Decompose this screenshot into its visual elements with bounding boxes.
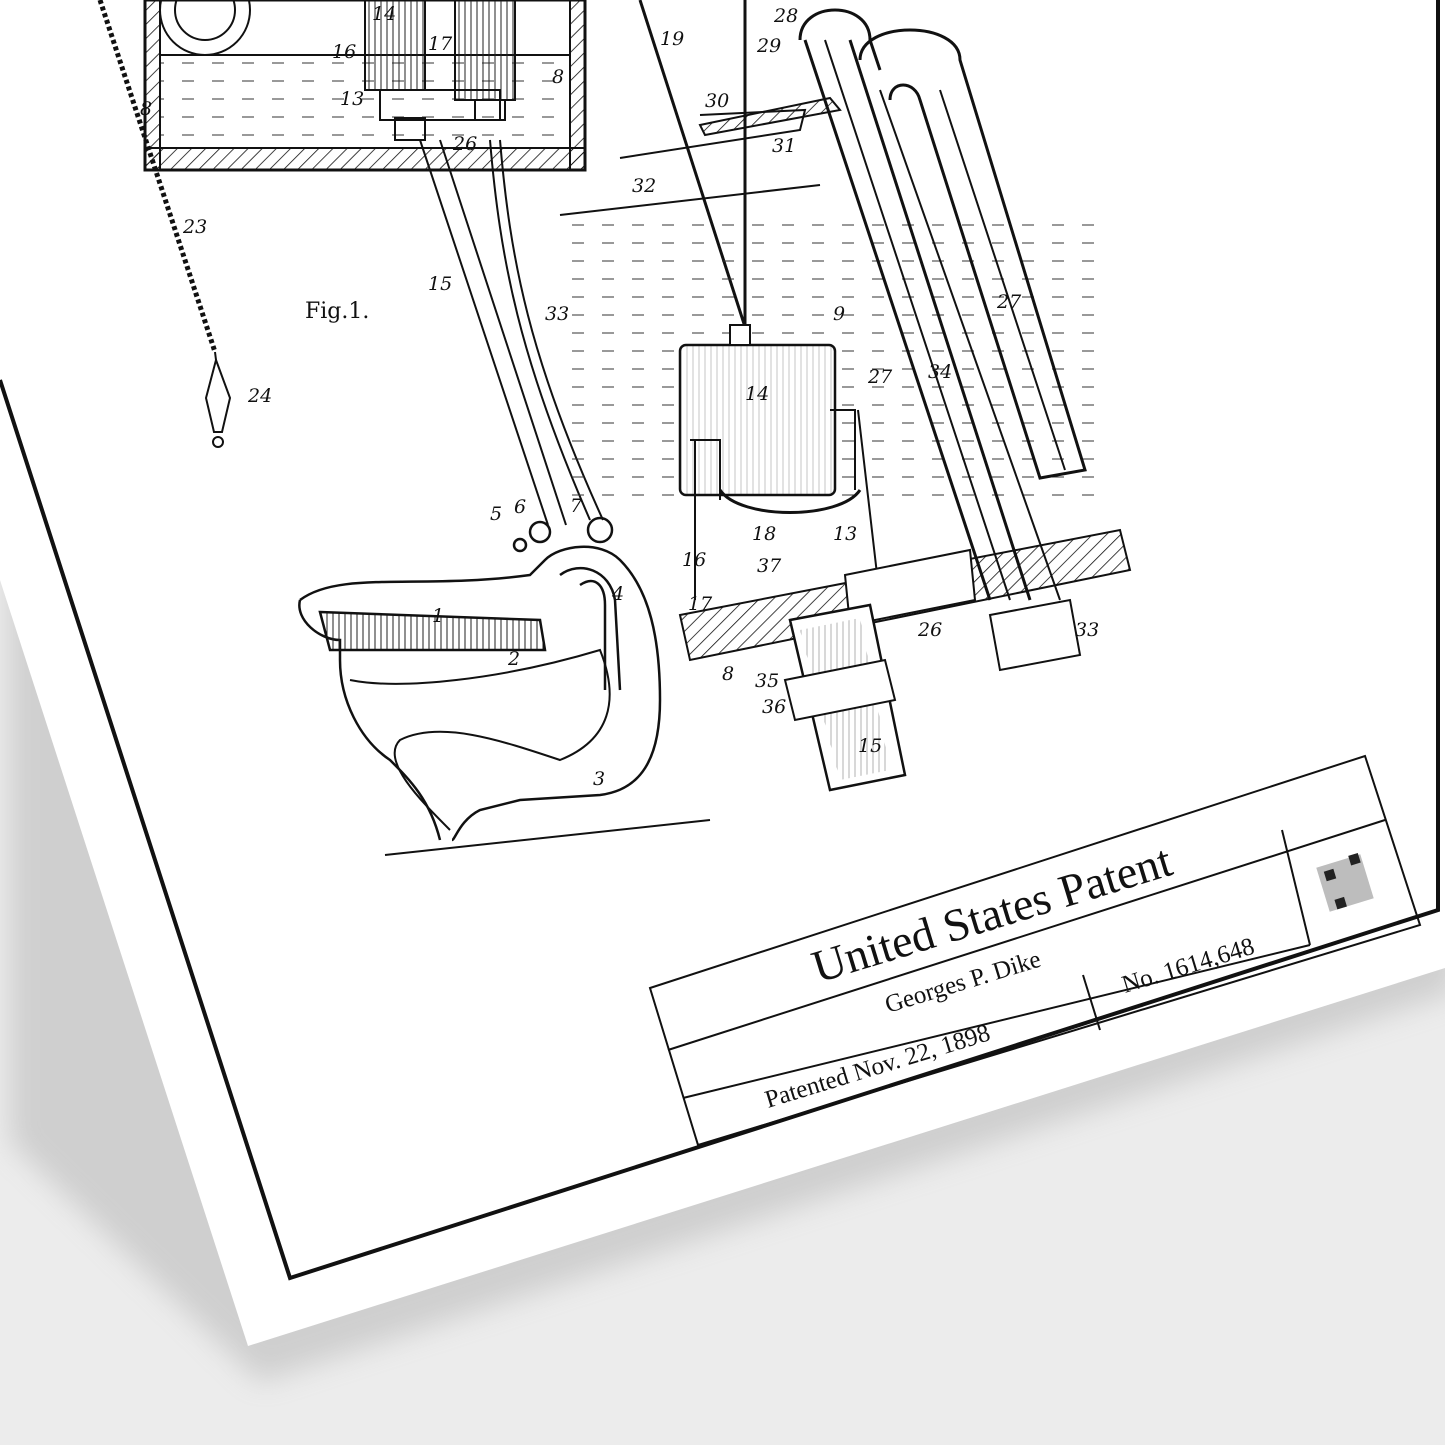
part-label: 4 (611, 583, 624, 605)
pull-chain (97, 0, 232, 448)
part-label: 6 (514, 496, 526, 518)
part-label: 26 (452, 133, 477, 155)
part-label: 33 (1075, 619, 1099, 641)
part-label: 32 (632, 175, 656, 197)
part-label: 28 (773, 5, 798, 27)
part-label: 5 (490, 503, 502, 525)
part-label: 26 (917, 619, 942, 641)
part-label: 29 (756, 35, 781, 57)
part-label: 9 (833, 303, 845, 325)
part-label: 15 (858, 735, 882, 757)
part-label: 19 (660, 28, 684, 50)
drawing-floor (678, 528, 1132, 792)
part-label: 17 (428, 33, 453, 55)
part-label: 2 (507, 648, 520, 670)
part-label: 8 (140, 98, 152, 120)
part-label: 30 (705, 90, 729, 112)
part-label: 31 (772, 135, 796, 157)
part-label: 33 (545, 303, 569, 325)
drawing-tank (143, 0, 587, 172)
part-label: 1 (432, 605, 444, 627)
part-label: 23 (182, 216, 207, 238)
title-block (648, 754, 1422, 1147)
figure-label: Fig.1. (305, 299, 369, 324)
part-label: 27 (996, 291, 1022, 313)
part-label: 16 (682, 549, 706, 571)
drawing-detail (559, 0, 1100, 601)
part-label: 27 (867, 366, 893, 388)
part-labels: 28 29 30 31 32 19 8 8 16 14 17 13 26 23 … (140, 3, 1099, 790)
part-label: 8 (552, 66, 564, 88)
part-label: 17 (688, 593, 713, 615)
part-label: 13 (833, 523, 857, 545)
part-label: 15 (428, 273, 452, 295)
part-label: 35 (755, 670, 779, 692)
part-label: 13 (340, 88, 364, 110)
drawing-bowl (298, 516, 711, 856)
part-label: 14 (372, 3, 396, 25)
part-label: 18 (752, 523, 776, 545)
part-label: 37 (757, 555, 782, 577)
part-label: 24 (247, 385, 272, 407)
part-label: 3 (593, 768, 605, 790)
part-label: 16 (332, 41, 356, 63)
part-label: 7 (570, 495, 583, 517)
part-label: 14 (745, 383, 769, 405)
part-label: 36 (762, 696, 786, 718)
qr-code (1316, 852, 1374, 912)
part-label: 34 (928, 361, 952, 383)
part-label: 8 (722, 663, 734, 685)
